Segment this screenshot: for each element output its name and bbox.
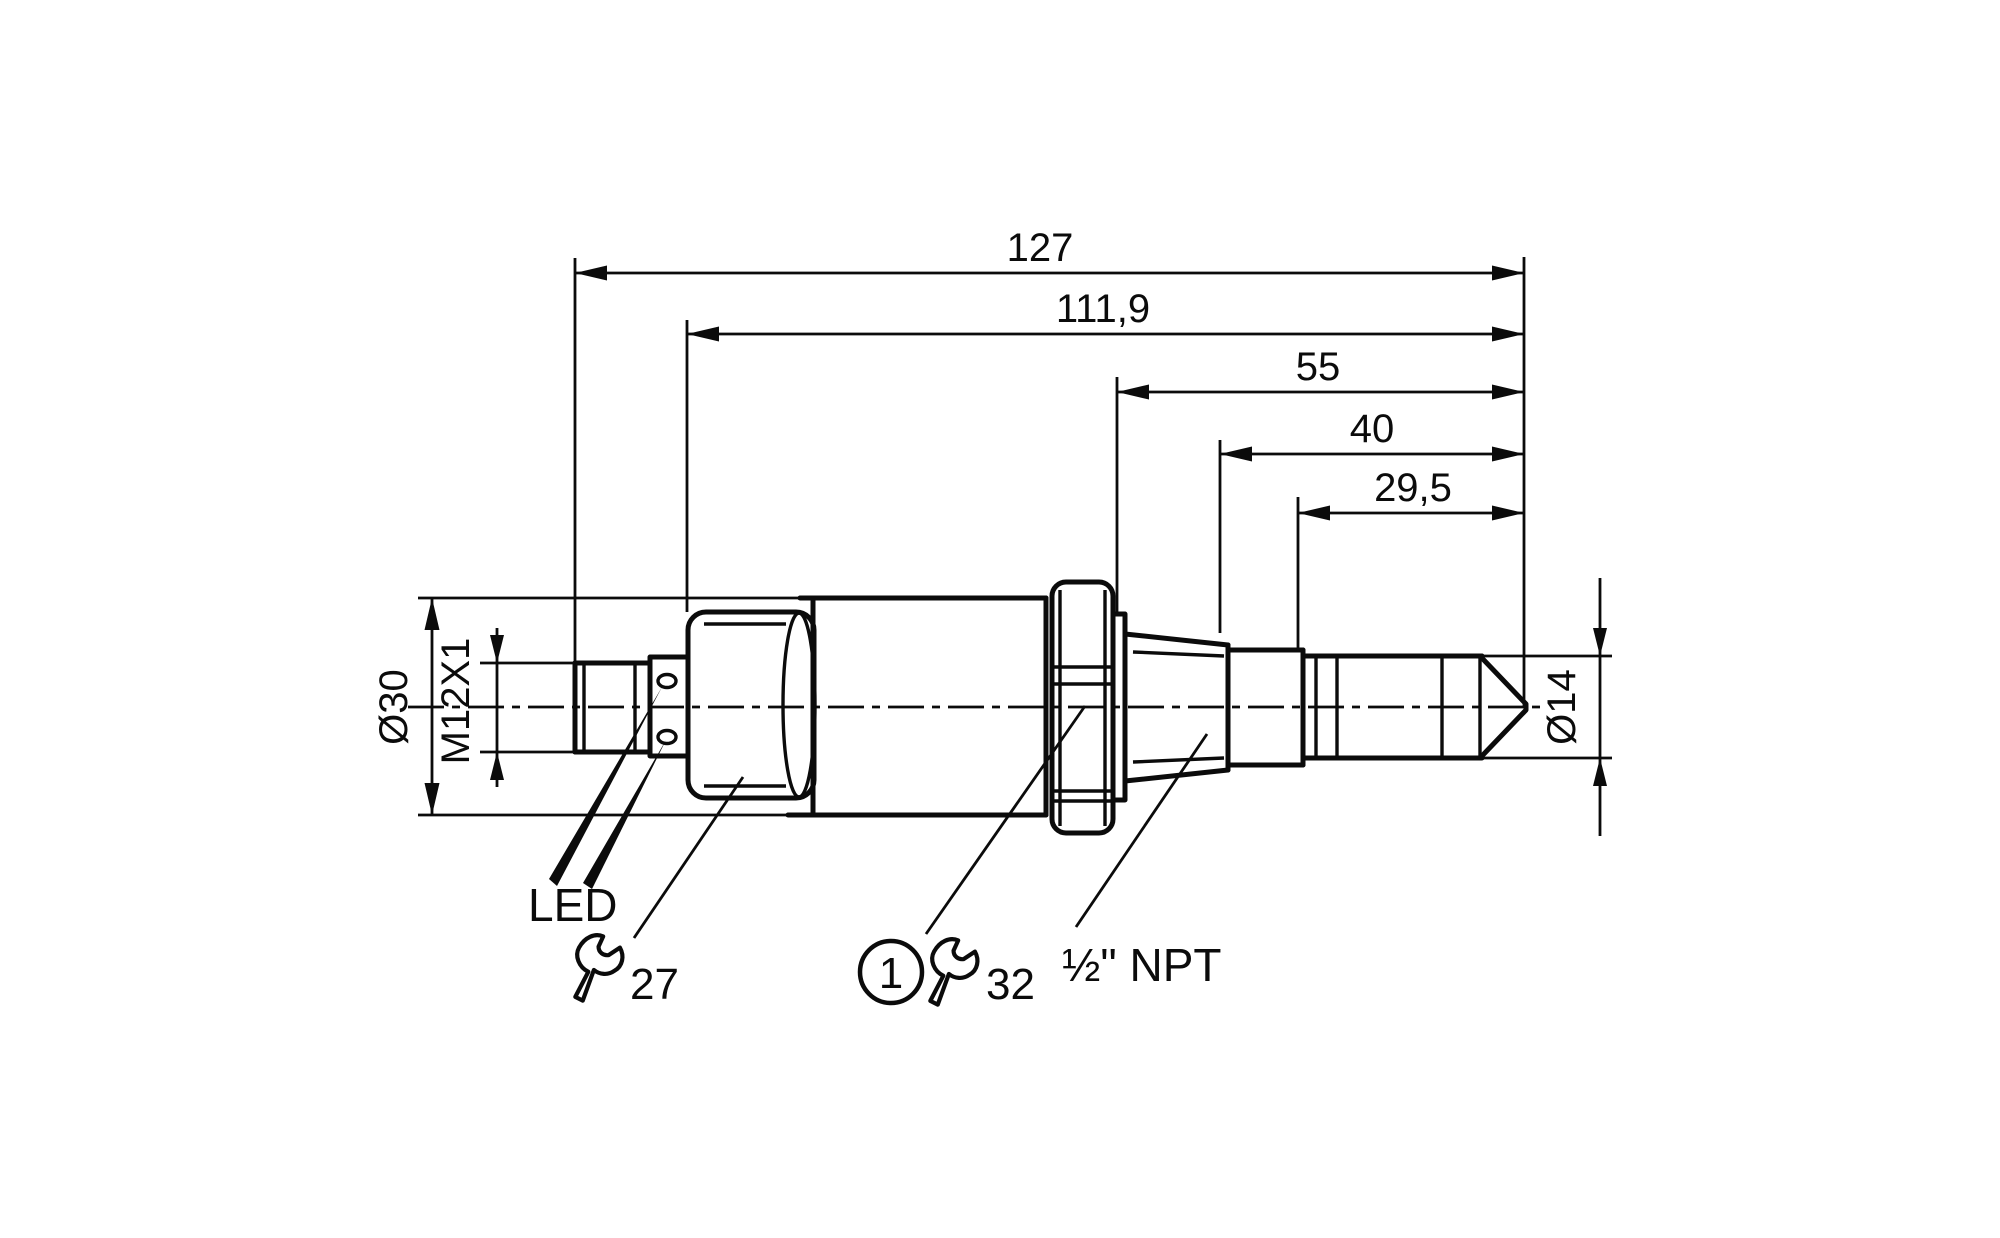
dimension-chain: 127 111,9 55 40 29,5 — [573, 226, 1526, 707]
note-number-label: 1 — [879, 949, 903, 998]
sensor-outline — [572, 579, 1529, 836]
npt-thread — [1122, 631, 1231, 784]
dim-length-from-housing-nut: 111,9 — [687, 287, 1524, 342]
dim-thread-start-to-tip: 55 — [1117, 345, 1524, 400]
npt-leader — [1074, 733, 1209, 928]
process-connection-label: ½" NPT — [1062, 939, 1221, 991]
wrench32-leader — [924, 705, 1087, 935]
callouts: LED 27 1 32 ½" NPT — [528, 687, 1221, 1009]
process-wrench-size-label: 32 — [986, 960, 1035, 1009]
intermediate-cylinder — [1225, 647, 1306, 768]
probe — [1300, 653, 1529, 761]
wrench-icon — [573, 933, 625, 1003]
dim-label-probe-diameter: Ø14 — [1540, 669, 1584, 745]
led-label: LED — [528, 879, 617, 931]
dim-housing-diameter: Ø30 — [372, 596, 800, 817]
led-leader-bottom — [583, 740, 666, 889]
dim-total-length: 127 — [575, 226, 1524, 281]
led-window-bottom — [656, 728, 678, 746]
housing-wrench-size-label: 27 — [630, 960, 679, 1009]
thread-relief-groove — [1110, 611, 1128, 803]
wrench-icon — [928, 937, 980, 1007]
process-hex-nut — [1049, 579, 1116, 836]
led-leader-top — [549, 687, 662, 886]
housing-hex-nut — [685, 609, 817, 801]
dim-probe-diameter: Ø14 — [1482, 578, 1612, 836]
dim-label-thread-end-to-tip: 40 — [1350, 407, 1395, 451]
led-window-top — [656, 672, 678, 690]
dim-label-length-from-housing-nut: 111,9 — [1056, 287, 1150, 331]
dim-label-thread-start-to-tip: 55 — [1296, 345, 1341, 389]
housing-body — [785, 595, 1049, 818]
dim-label-probe-length: 29,5 — [1374, 466, 1452, 510]
dim-label-total-length: 127 — [1007, 226, 1074, 270]
dim-label-housing-diameter: Ø30 — [372, 669, 416, 745]
dim-label-connector-thread: M12X1 — [434, 638, 478, 765]
dim-connector-thread: M12X1 — [434, 628, 575, 787]
dim-thread-end-to-tip: 40 — [1220, 407, 1524, 462]
dim-probe-length: 29,5 — [1298, 466, 1524, 521]
note-1-marker: 1 — [857, 938, 925, 1006]
probe-tip — [1477, 653, 1529, 761]
wrench27-leader — [632, 776, 745, 939]
